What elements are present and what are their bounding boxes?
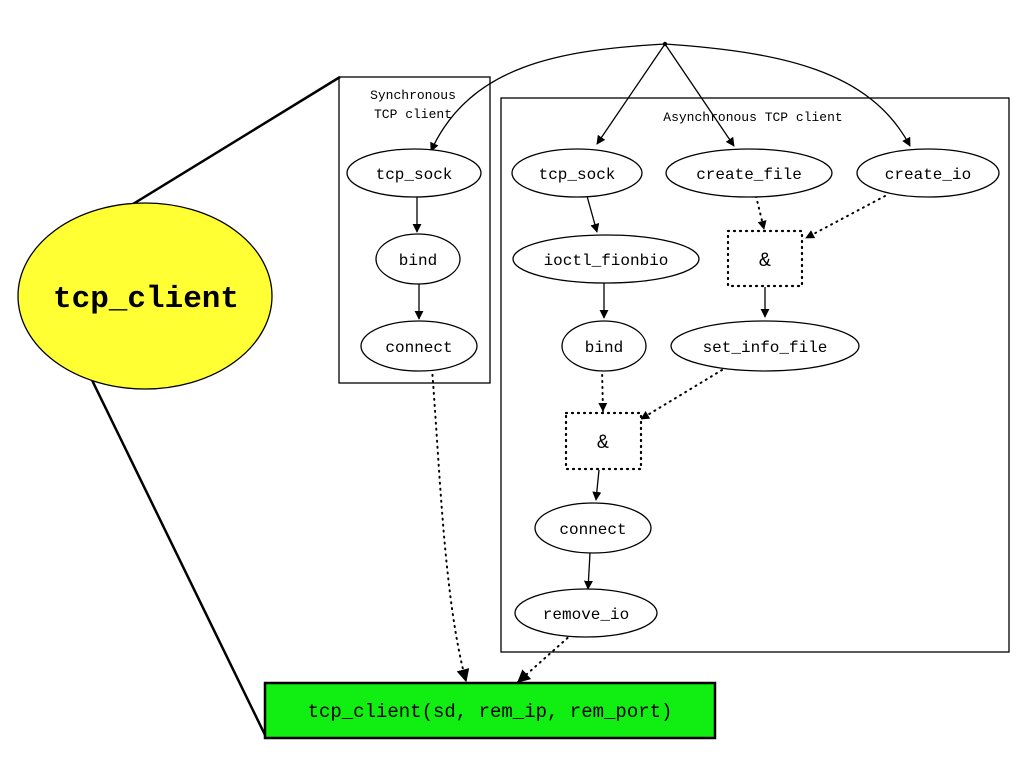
edge-remove-io-to-result — [517, 633, 573, 683]
async-node-create-file: create_file — [665, 148, 833, 198]
result-node: tcp_client(sd, rem_ip, rem_port) — [263, 681, 717, 740]
edge-async-tcp-sock-to-ioctl — [586, 195, 600, 233]
async-node-join-top: & — [726, 229, 804, 288]
edge-fanout-to-create-file — [664, 43, 735, 147]
async-node-connect: connect — [534, 502, 652, 554]
async-node-create-file-label: create_file — [696, 166, 802, 184]
async-node-connect-label: connect — [559, 521, 626, 539]
sync-cluster-title-1: Synchronous — [370, 88, 456, 103]
edge-create-file-to-join-top — [755, 195, 767, 230]
sync-node-bind-label: bind — [399, 252, 437, 270]
zoom-line-bottom — [88, 375, 268, 738]
edge-fanout-to-sync-tcp-sock — [430, 43, 666, 152]
edge-set-info-file-to-join-bottom — [640, 369, 723, 420]
sync-cluster-title-2: TCP client — [374, 107, 452, 122]
sync-node-connect-label: connect — [385, 339, 452, 357]
async-node-join-bottom: & — [564, 411, 643, 471]
edge-create-io-to-join-top — [805, 195, 886, 239]
async-cluster-title: Asynchronous TCP client — [663, 110, 842, 125]
sync-node-tcp-sock: tcp_sock — [346, 148, 482, 198]
async-node-join-bottom-label: & — [597, 432, 609, 455]
async-node-create-io-label: create_io — [885, 166, 971, 184]
edge-bind-to-join-bottom — [598, 368, 608, 412]
root-ellipse — [17, 202, 273, 390]
async-node-remove-io-label: remove_io — [543, 606, 629, 624]
sync-cluster-box — [338, 76, 491, 384]
edge-connect-to-remove-io — [583, 552, 593, 590]
async-node-bind: bind — [561, 320, 647, 372]
async-node-tcp-sock: tcp_sock — [511, 148, 643, 198]
edge-fanout-to-create-io — [664, 43, 911, 147]
result-box — [263, 681, 717, 740]
async-node-bind-label: bind — [585, 339, 623, 357]
async-cluster-box — [500, 97, 1010, 653]
async-cluster: Asynchronous TCP client — [500, 97, 1010, 653]
async-node-ioctl-fionbio: ioctl_fionbio — [512, 234, 700, 284]
async-node-set-info-file: set_info_file — [670, 320, 860, 372]
async-node-set-info-file-label: set_info_file — [703, 339, 828, 357]
edge-join-bottom-to-connect — [592, 469, 602, 501]
result-label: tcp_client(sd, rem_ip, rem_port) — [308, 701, 673, 723]
edge-sync-connect-to-result — [431, 368, 470, 683]
root-node: tcp_client — [17, 202, 273, 390]
zoom-line-top — [119, 75, 341, 214]
root-label: tcp_client — [53, 282, 239, 317]
async-node-ioctl-fionbio-label: ioctl_fionbio — [544, 252, 669, 270]
sync-node-connect: connect — [360, 320, 478, 372]
edge-fanout-to-async-tcp-sock — [596, 43, 666, 145]
sync-cluster: Synchronous TCP client — [338, 76, 491, 384]
async-node-remove-io: remove_io — [514, 588, 658, 638]
sync-node-bind: bind — [375, 233, 461, 285]
async-node-join-top-label: & — [759, 250, 771, 273]
async-node-create-io: create_io — [856, 148, 1000, 198]
sync-node-tcp-sock-label: tcp_sock — [376, 166, 453, 184]
async-node-tcp-sock-label: tcp_sock — [539, 166, 616, 184]
